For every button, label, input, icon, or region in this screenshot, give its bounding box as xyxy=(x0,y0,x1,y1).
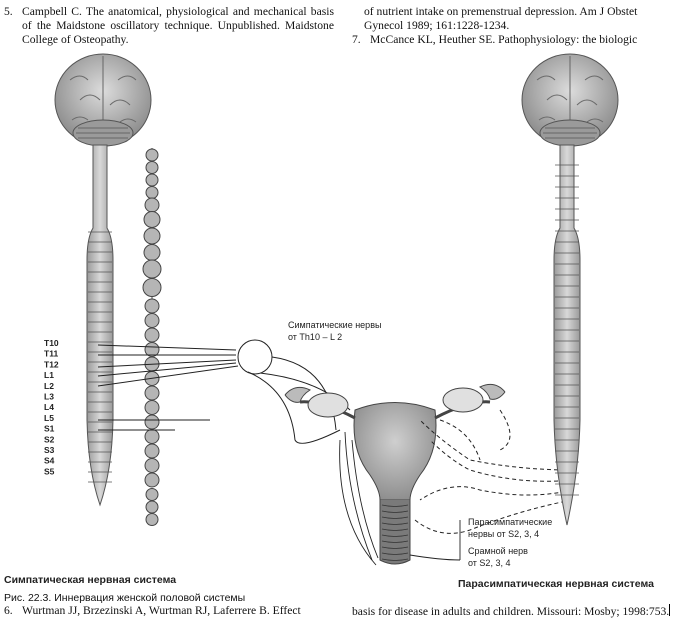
ganglion-bead xyxy=(144,400,160,415)
ganglion-bead xyxy=(144,342,160,357)
ganglion-bead xyxy=(145,186,159,199)
sympathetic-nerves xyxy=(97,339,351,444)
reference-text: Wurtman JJ, Brzezinski A, Wurtman RJ, La… xyxy=(22,604,301,617)
ganglion-bead xyxy=(145,500,159,514)
sympathetic-nerves-label-1: Симпатические нервы xyxy=(288,320,381,330)
segment-label-t11: T11 xyxy=(44,349,58,359)
segment-label-t10: T10 xyxy=(44,338,59,348)
left-system-title: Симпатическая нервная система xyxy=(4,574,176,586)
segment-label-l4: L4 xyxy=(44,402,54,412)
ganglion-bead xyxy=(144,313,160,328)
ganglion-bead xyxy=(145,488,159,501)
pudendal-nerves xyxy=(409,520,461,561)
parasympathetic-label-2: нервы от S2, 3, 4 xyxy=(468,529,539,539)
reference-number: 7. xyxy=(352,33,361,46)
reference-number: 6. xyxy=(4,604,13,617)
segment-label-l2: L2 xyxy=(44,381,54,391)
ganglion-bead xyxy=(144,327,160,343)
segment-label-s1: S1 xyxy=(44,424,55,434)
reference-continuation-bottom: basis for disease in adults and children… xyxy=(352,604,674,619)
sympathetic-nerves-label-2: от Th10 – L 2 xyxy=(288,332,342,342)
left-spinal-cord xyxy=(86,144,114,507)
segment-label-s4: S4 xyxy=(44,456,55,466)
right-system-title: Парасимпатическая нервная система xyxy=(458,578,654,590)
ganglion-bead xyxy=(143,244,161,261)
segment-label-l3: L3 xyxy=(44,392,54,402)
pudendal-label-2: от S2, 3, 4 xyxy=(468,558,510,568)
reference-text: McCance KL, Heuther SE. Pathophysiology:… xyxy=(370,33,638,46)
segment-label-t12: T12 xyxy=(44,359,59,369)
reference-continuation-top: of nutrient intake on premenstrual depre… xyxy=(352,5,674,47)
uterus-illustration xyxy=(284,383,506,565)
segment-label-s5: S5 xyxy=(44,466,55,476)
ganglion-bead xyxy=(144,443,160,459)
reference-number: 5. xyxy=(4,5,13,18)
segment-label-s3: S3 xyxy=(44,445,55,455)
reference-continuation-text: basis for disease in adults and children… xyxy=(352,605,670,618)
ganglion-bead xyxy=(144,385,160,401)
ganglion-bead xyxy=(145,148,159,162)
ganglion-bead xyxy=(144,429,160,444)
left-brain xyxy=(54,53,152,147)
ganglion-bead xyxy=(144,458,160,473)
reference-text: Campbell C. The anatomical, physiologica… xyxy=(22,5,334,46)
pudendal-label-1: Срамной нерв xyxy=(468,546,528,556)
reference-5: 5. Campbell C. The anatomical, physiolog… xyxy=(4,5,334,47)
ganglion-bead xyxy=(144,298,160,314)
ganglion-bead xyxy=(144,414,160,430)
sympathetic-chain xyxy=(142,148,162,526)
parasympathetic-label-1: Парасимпатические xyxy=(468,517,552,527)
segment-label-l1: L1 xyxy=(44,370,54,380)
right-brain xyxy=(521,53,619,147)
ganglion-bead xyxy=(144,472,160,488)
reference-6: 6. Wurtman JJ, Brzezinski A, Wurtman RJ,… xyxy=(4,604,334,618)
ganglion-bead xyxy=(145,161,159,174)
segment-label-s2: S2 xyxy=(44,434,55,444)
right-spinal-cord xyxy=(553,144,581,526)
sympathetic-pelvic-branches xyxy=(339,431,379,566)
ganglion-bead xyxy=(142,259,162,279)
ganglion-bead xyxy=(143,227,161,245)
ganglion-bead xyxy=(143,211,161,228)
ganglion-bead xyxy=(144,197,160,213)
text-cursor xyxy=(669,604,671,616)
reference-continuation-text: of nutrient intake on premenstrual depre… xyxy=(364,5,638,32)
figure-caption: Рис. 22.3. Иннервация женской половой си… xyxy=(4,592,246,604)
segment-label-l5: L5 xyxy=(44,413,54,423)
ganglion-bead xyxy=(145,513,159,526)
ganglion-bead xyxy=(142,278,162,297)
parasympathetic-nerves xyxy=(414,409,573,534)
ganglion-bead xyxy=(145,173,159,187)
